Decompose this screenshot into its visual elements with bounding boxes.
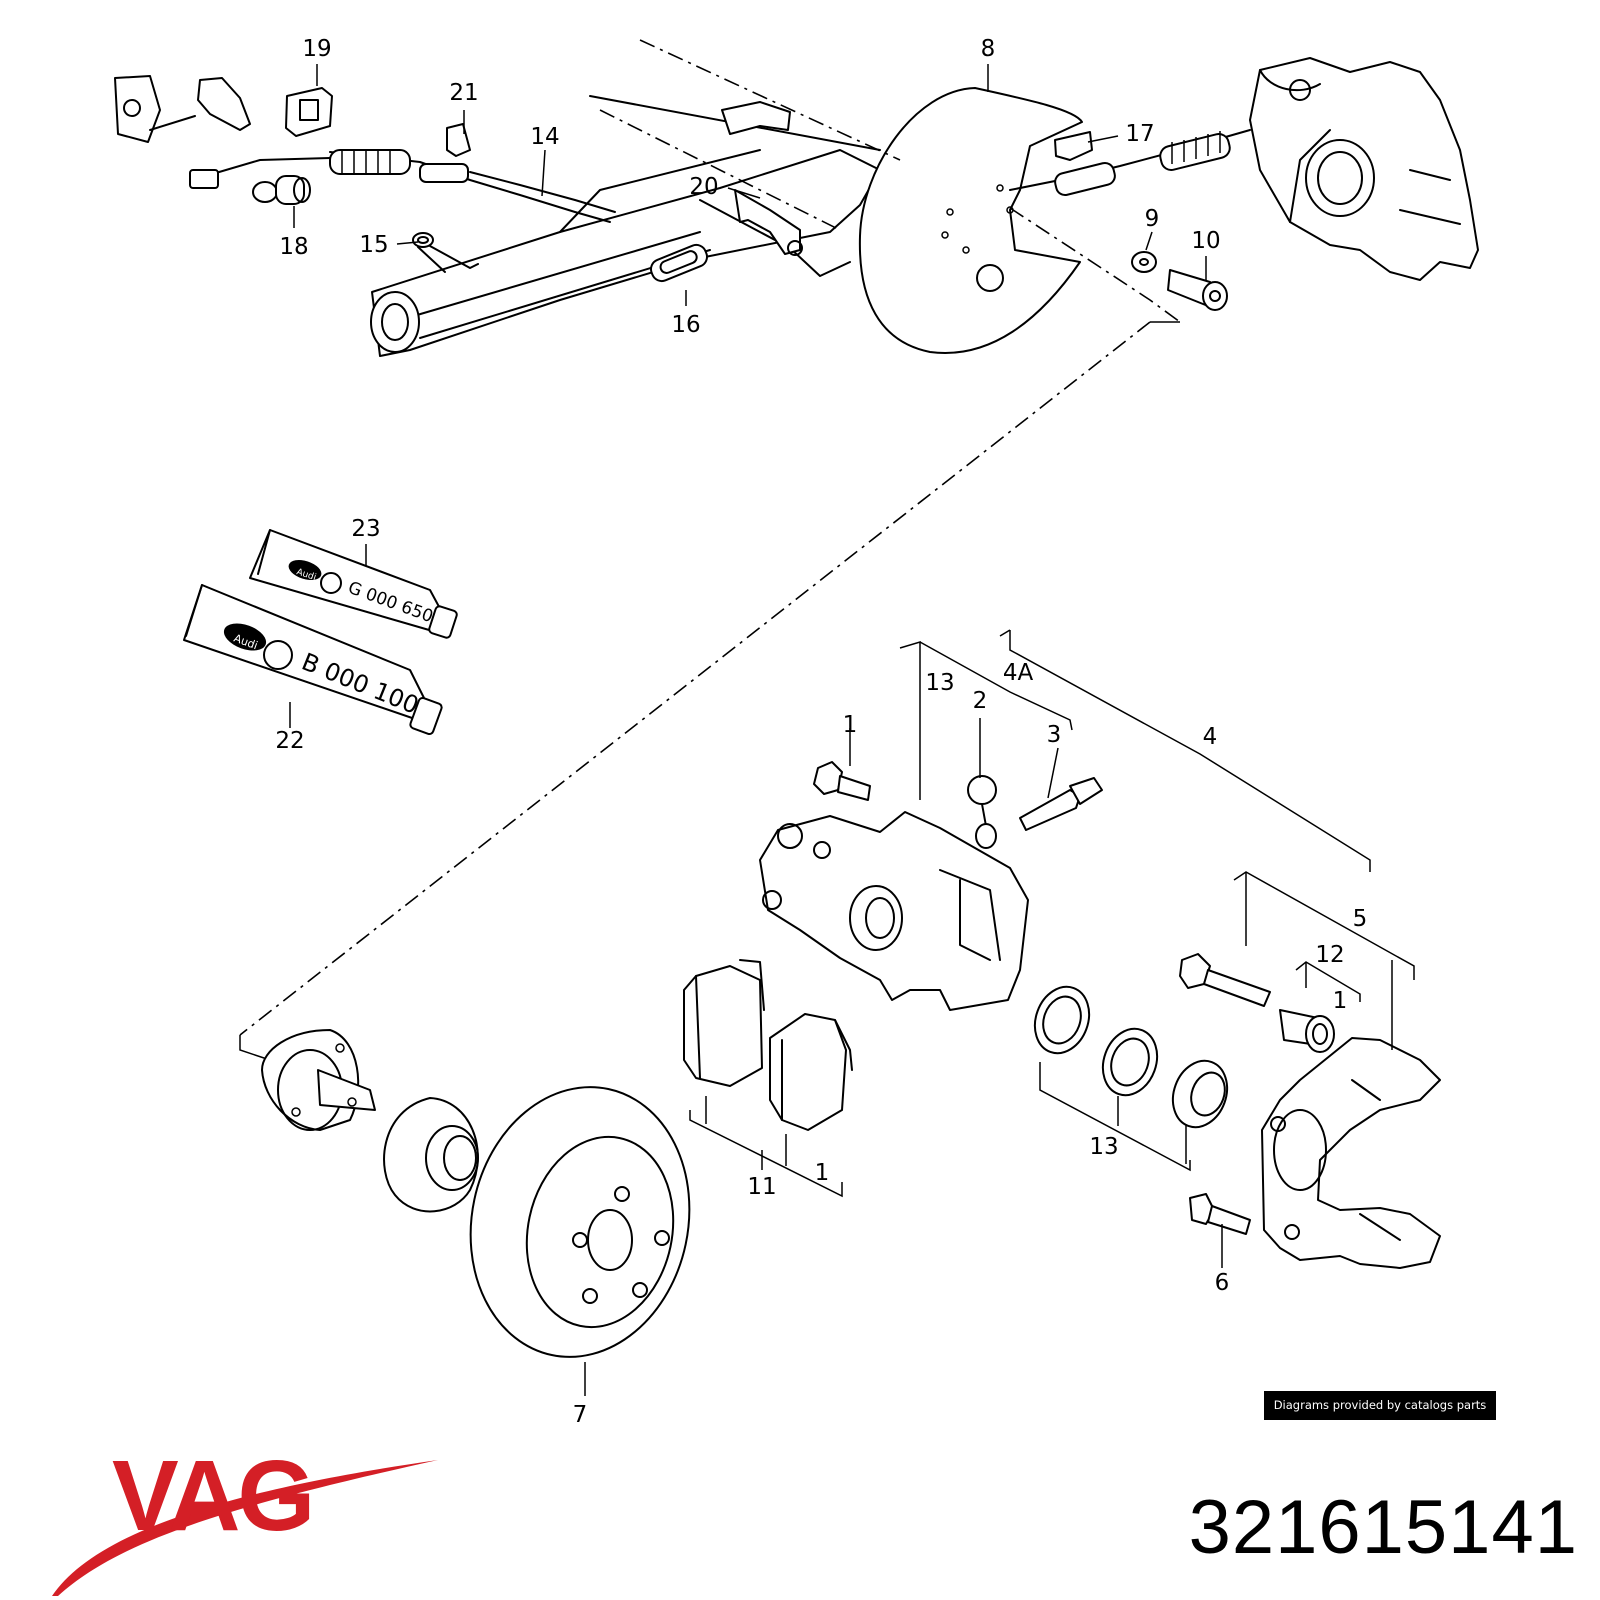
bleeder-cap-2 bbox=[967, 775, 997, 849]
callout-17: 17 bbox=[1125, 121, 1154, 147]
callout-6: 6 bbox=[1215, 1270, 1230, 1296]
callout-13-bottom: 13 bbox=[1089, 1134, 1118, 1160]
callout-7: 7 bbox=[573, 1402, 588, 1428]
clip-19 bbox=[285, 87, 333, 137]
leader-lines bbox=[289, 64, 1415, 1396]
callout-5: 5 bbox=[1353, 906, 1368, 932]
callout-1-boot: 1 bbox=[1333, 988, 1348, 1014]
seals-13 bbox=[1033, 985, 1229, 1129]
callout-1-pads: 1 bbox=[815, 1160, 830, 1186]
guide-bolt-5 bbox=[1179, 953, 1271, 1007]
callout-19: 19 bbox=[302, 36, 331, 62]
rear-axle-assembly bbox=[114, 57, 1479, 357]
callout-2: 2 bbox=[973, 688, 988, 714]
bolt-6 bbox=[1189, 1193, 1251, 1235]
bleeder-valve-3 bbox=[1019, 777, 1103, 831]
brake-cable-left bbox=[189, 149, 616, 223]
wheel-hub bbox=[261, 1029, 479, 1213]
caliper-carrier bbox=[1261, 1037, 1441, 1269]
callout-9: 9 bbox=[1145, 206, 1160, 232]
grommet-18 bbox=[252, 175, 311, 205]
callout-22: 22 bbox=[275, 728, 304, 754]
grease-tube-22 bbox=[183, 584, 443, 736]
callout-12: 12 bbox=[1315, 942, 1344, 968]
callout-16: 16 bbox=[671, 312, 700, 338]
washer-9 bbox=[1131, 251, 1157, 273]
spring-15 bbox=[412, 232, 479, 273]
callout-20: 20 bbox=[689, 174, 718, 200]
part-number: 321615141 bbox=[1188, 1485, 1578, 1570]
callout-3: 3 bbox=[1047, 722, 1062, 748]
diagram-credit: Diagrams provided by catalogs parts bbox=[1264, 1391, 1496, 1420]
callout-1-bolt: 1 bbox=[843, 712, 858, 738]
backing-plate-8 bbox=[858, 87, 1083, 354]
brand-logo: VAG bbox=[112, 1440, 315, 1552]
grease-tube-23 bbox=[249, 529, 458, 639]
caliper-top-right bbox=[1249, 57, 1479, 281]
callout-4: 4 bbox=[1203, 724, 1218, 750]
callout-8: 8 bbox=[981, 36, 996, 62]
callout-labels: 19 21 14 8 17 20 18 15 16 9 10 23 22 13 … bbox=[275, 36, 1367, 1428]
callout-4A: 4A bbox=[1003, 660, 1034, 686]
bolt-1 bbox=[813, 761, 871, 801]
bushing-16 bbox=[650, 243, 708, 283]
callout-10: 10 bbox=[1191, 228, 1220, 254]
callout-14: 14 bbox=[530, 124, 559, 150]
callout-15: 15 bbox=[359, 232, 388, 258]
brake-disc-7 bbox=[469, 1086, 691, 1358]
brake-cable-right bbox=[1009, 129, 1251, 197]
callout-13-top: 13 bbox=[925, 670, 954, 696]
callout-21: 21 bbox=[449, 80, 478, 106]
brake-pads-11 bbox=[683, 959, 853, 1131]
callout-11: 11 bbox=[747, 1174, 776, 1200]
callout-18: 18 bbox=[279, 234, 308, 260]
bolt-10 bbox=[1167, 269, 1228, 311]
caliper-body bbox=[759, 811, 1029, 1011]
guide-boot-12 bbox=[1279, 1009, 1335, 1053]
callout-23: 23 bbox=[351, 516, 380, 542]
